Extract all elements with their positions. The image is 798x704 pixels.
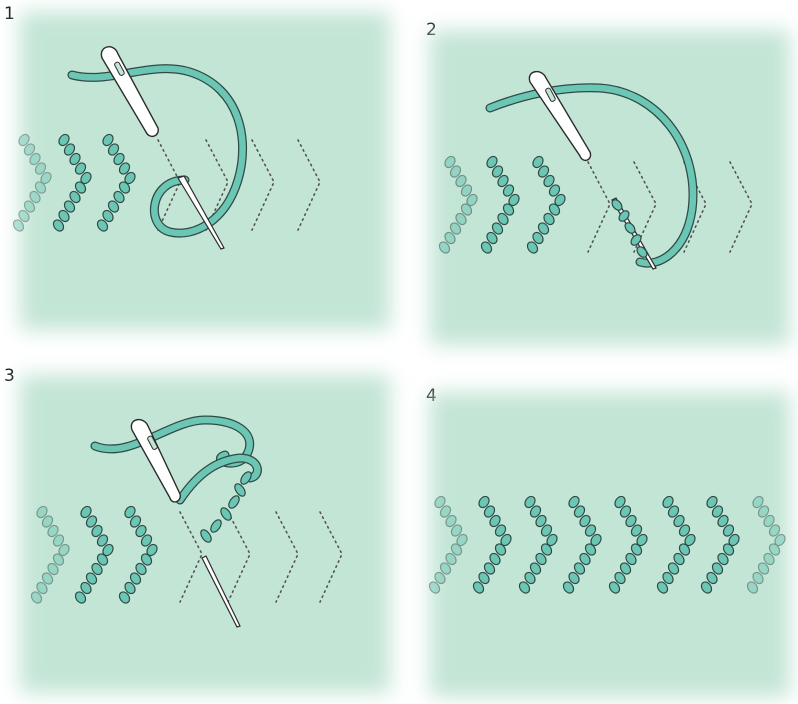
stitch-guide-icon [587,161,611,253]
bead-chain-icon [562,495,602,594]
bead-chain-icon [608,495,648,594]
needle-icon [201,555,241,628]
bead-chain-icon [12,133,52,232]
needle-icon [528,71,592,162]
step-number-3: 3 [4,366,15,386]
stitch-guide-icon [297,139,321,231]
needle-icon [611,197,657,270]
bead-chain-icon [428,495,468,594]
bead-chain-icon [518,495,558,594]
step-number-1: 1 [4,4,15,24]
bead-chain-icon [30,505,70,604]
needle-icon [177,175,225,250]
bead-chain-icon [472,495,512,594]
stitch-guide-icon [227,511,251,603]
bead-chain-icon [74,505,114,604]
stitch-guide-icon [251,139,275,231]
bead-chain-icon [700,495,740,594]
bead-chain-icon [526,155,566,254]
thread-icon [67,64,248,238]
stitch-guide-icon [729,161,753,253]
stitch-guide-icon [157,139,181,231]
bead-chain-icon [656,495,696,594]
bead-chain-icon [118,505,158,604]
needle-icon [130,419,181,503]
bead-chain-icon [438,155,478,254]
stitch-guide-icon [319,511,343,603]
needle-icon [100,46,159,138]
stitch-guide-icon [275,511,299,603]
bead-chain-icon [480,155,520,254]
stitch-guide-icon [179,511,203,603]
bead-chain-icon [746,495,786,594]
bead-chain-icon [96,133,136,232]
panel-step-2 [430,30,790,345]
stitch-guide-icon [633,161,657,253]
bead-chain-icon [52,133,92,232]
